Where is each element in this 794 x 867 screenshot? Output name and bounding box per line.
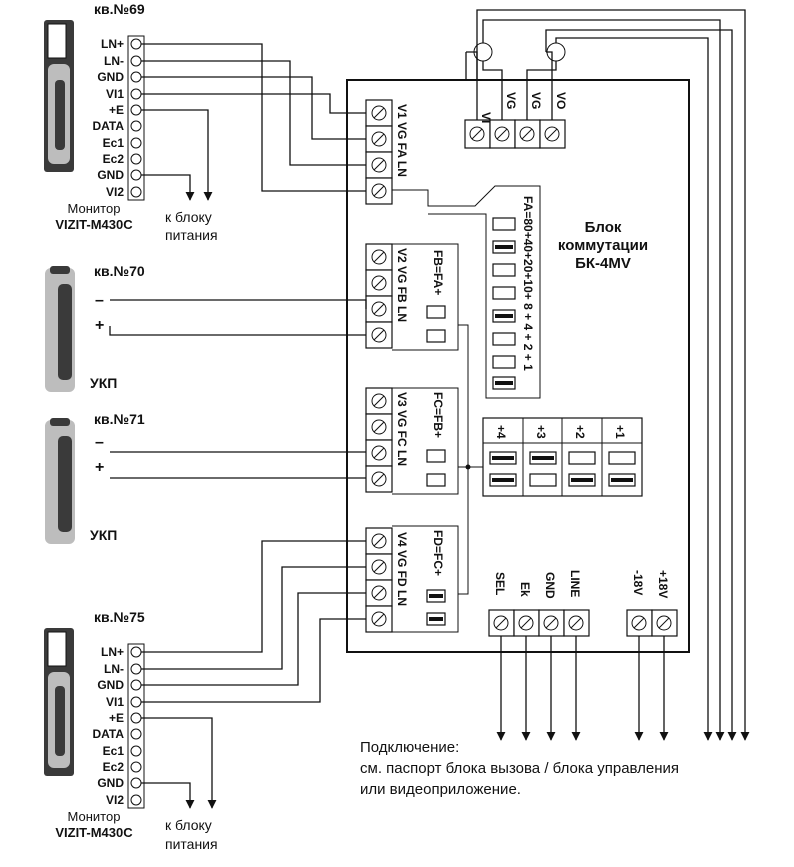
handset-70-label: УКП (90, 375, 117, 391)
input-group-3: V3 VG FC LN FC=FB+ (365, 387, 459, 495)
monitor-terminal-label: GND (97, 168, 124, 182)
fd-label: FD=FC+ (431, 530, 445, 576)
power-note-line2: питания (165, 227, 218, 243)
power-note-line1: к блоку (165, 209, 212, 225)
unit-title-line2: коммутации (558, 237, 648, 254)
monitor-terminal-label: VI2 (106, 793, 124, 807)
monitor-terminal-label: GND (97, 70, 124, 84)
monitor-caption-line1: Монитор (68, 201, 121, 216)
unit-title-line3: БК-4MV (575, 255, 631, 272)
fc-label: FC=FB+ (431, 392, 445, 438)
screw-terminal-icon (519, 126, 535, 142)
handset-device-icon (45, 266, 75, 392)
screw-terminal-icon (469, 126, 485, 142)
monitor-caption-line1: Монитор (68, 809, 121, 824)
bottom-terminal-label: SEL (493, 572, 507, 595)
handset-device-icon (45, 418, 75, 544)
monitor-device-icon (44, 628, 74, 776)
monitor-terminal-label: Ec1 (103, 136, 125, 150)
polarity-minus: – (95, 434, 104, 451)
monitor-terminal-label: DATA (92, 119, 124, 133)
top-terminal-label: VG (529, 92, 543, 109)
screw-terminal-icon (494, 126, 510, 142)
monitor-terminal-label: Ec1 (103, 744, 125, 758)
monitor-terminal-label: Ec2 (103, 152, 125, 166)
screw-terminal-icon (544, 126, 560, 142)
input-group-1: V1 VG FA LN (365, 99, 409, 205)
top-terminal-label: VG (504, 92, 518, 109)
connection-note-line2: см. паспорт блока вызова / блока управле… (360, 760, 679, 777)
apartment-75-label: кв.№75 (94, 609, 145, 625)
power-terminal-block: -18V +18V (626, 570, 678, 637)
handset-71-label: УКП (90, 527, 117, 543)
monitor-terminal-label: +E (109, 711, 124, 725)
monitor-caption-line2: VIZIT-M430C (55, 217, 133, 232)
connection-note-line1: Подключение: (360, 739, 459, 756)
monitor-terminal-label: LN+ (101, 37, 124, 51)
switch-unit-box (346, 79, 690, 653)
monitor-terminal-label: GND (97, 678, 124, 692)
bottom-terminal-label: Ek (518, 582, 532, 597)
increment-label: +4 (494, 425, 508, 439)
increment-label: +3 (534, 425, 548, 439)
fb-label: FB=FA+ (431, 250, 445, 295)
power-terminal-label: +18V (656, 570, 670, 598)
power-note-line1: к блоку (165, 817, 212, 833)
input-group-4: V4 VG FD LN FD=FC+ (365, 525, 459, 633)
monitor-terminal-label: LN- (104, 662, 124, 676)
monitor-terminal-label: VI1 (106, 87, 124, 101)
polarity-plus: + (95, 317, 104, 334)
apartment-71-label: кв.№71 (94, 411, 145, 427)
power-note-line2: питания (165, 836, 218, 852)
apartment-70-label: кв.№70 (94, 263, 145, 279)
top-terminal-label: VO (554, 92, 568, 109)
bottom-terminal-label: GND (543, 572, 557, 599)
polarity-plus: + (95, 459, 104, 476)
top-terminal-label: VI (479, 112, 493, 123)
apartment-69-label: кв.№69 (94, 1, 145, 17)
monitor-terminal-label: +E (109, 103, 124, 117)
monitor-terminal-label: Ec2 (103, 760, 125, 774)
monitor-terminal-label: LN+ (101, 645, 124, 659)
monitor-terminal-label: VI2 (106, 185, 124, 199)
increment-label: +1 (613, 425, 627, 439)
input-3-label: V3 VG FC LN (395, 392, 409, 466)
monitor-caption-line2: VIZIT-M430C (55, 825, 133, 840)
fa-jumper-block: FA=80+40+20+10+ 8 + 4 + 2 + 1 (392, 185, 541, 399)
input-2-label: V2 VG FB LN (395, 248, 409, 322)
monitor-terminal-label: DATA (92, 727, 124, 741)
monitor-device-icon (44, 20, 74, 172)
monitor-terminal-label: GND (97, 776, 124, 790)
monitor-terminal-label: VI1 (106, 695, 124, 709)
polarity-minus: – (95, 292, 104, 309)
monitor-terminal-label: LN- (104, 54, 124, 68)
increment-jumper-block: +4 +3 +2 +1 (482, 417, 643, 497)
power-terminal-label: -18V (631, 570, 645, 595)
fa-scale-label: FA=80+40+20+10+ 8 + 4 + 2 + 1 (521, 196, 535, 371)
unit-title-line1: Блок (585, 219, 622, 236)
input-1-label: V1 VG FA LN (395, 104, 409, 177)
connection-note-line3: или видеоприложение. (360, 781, 521, 798)
input-4-label: V4 VG FD LN (395, 532, 409, 606)
bottom-terminal-label: LINE (568, 570, 582, 597)
increment-label: +2 (573, 425, 587, 439)
